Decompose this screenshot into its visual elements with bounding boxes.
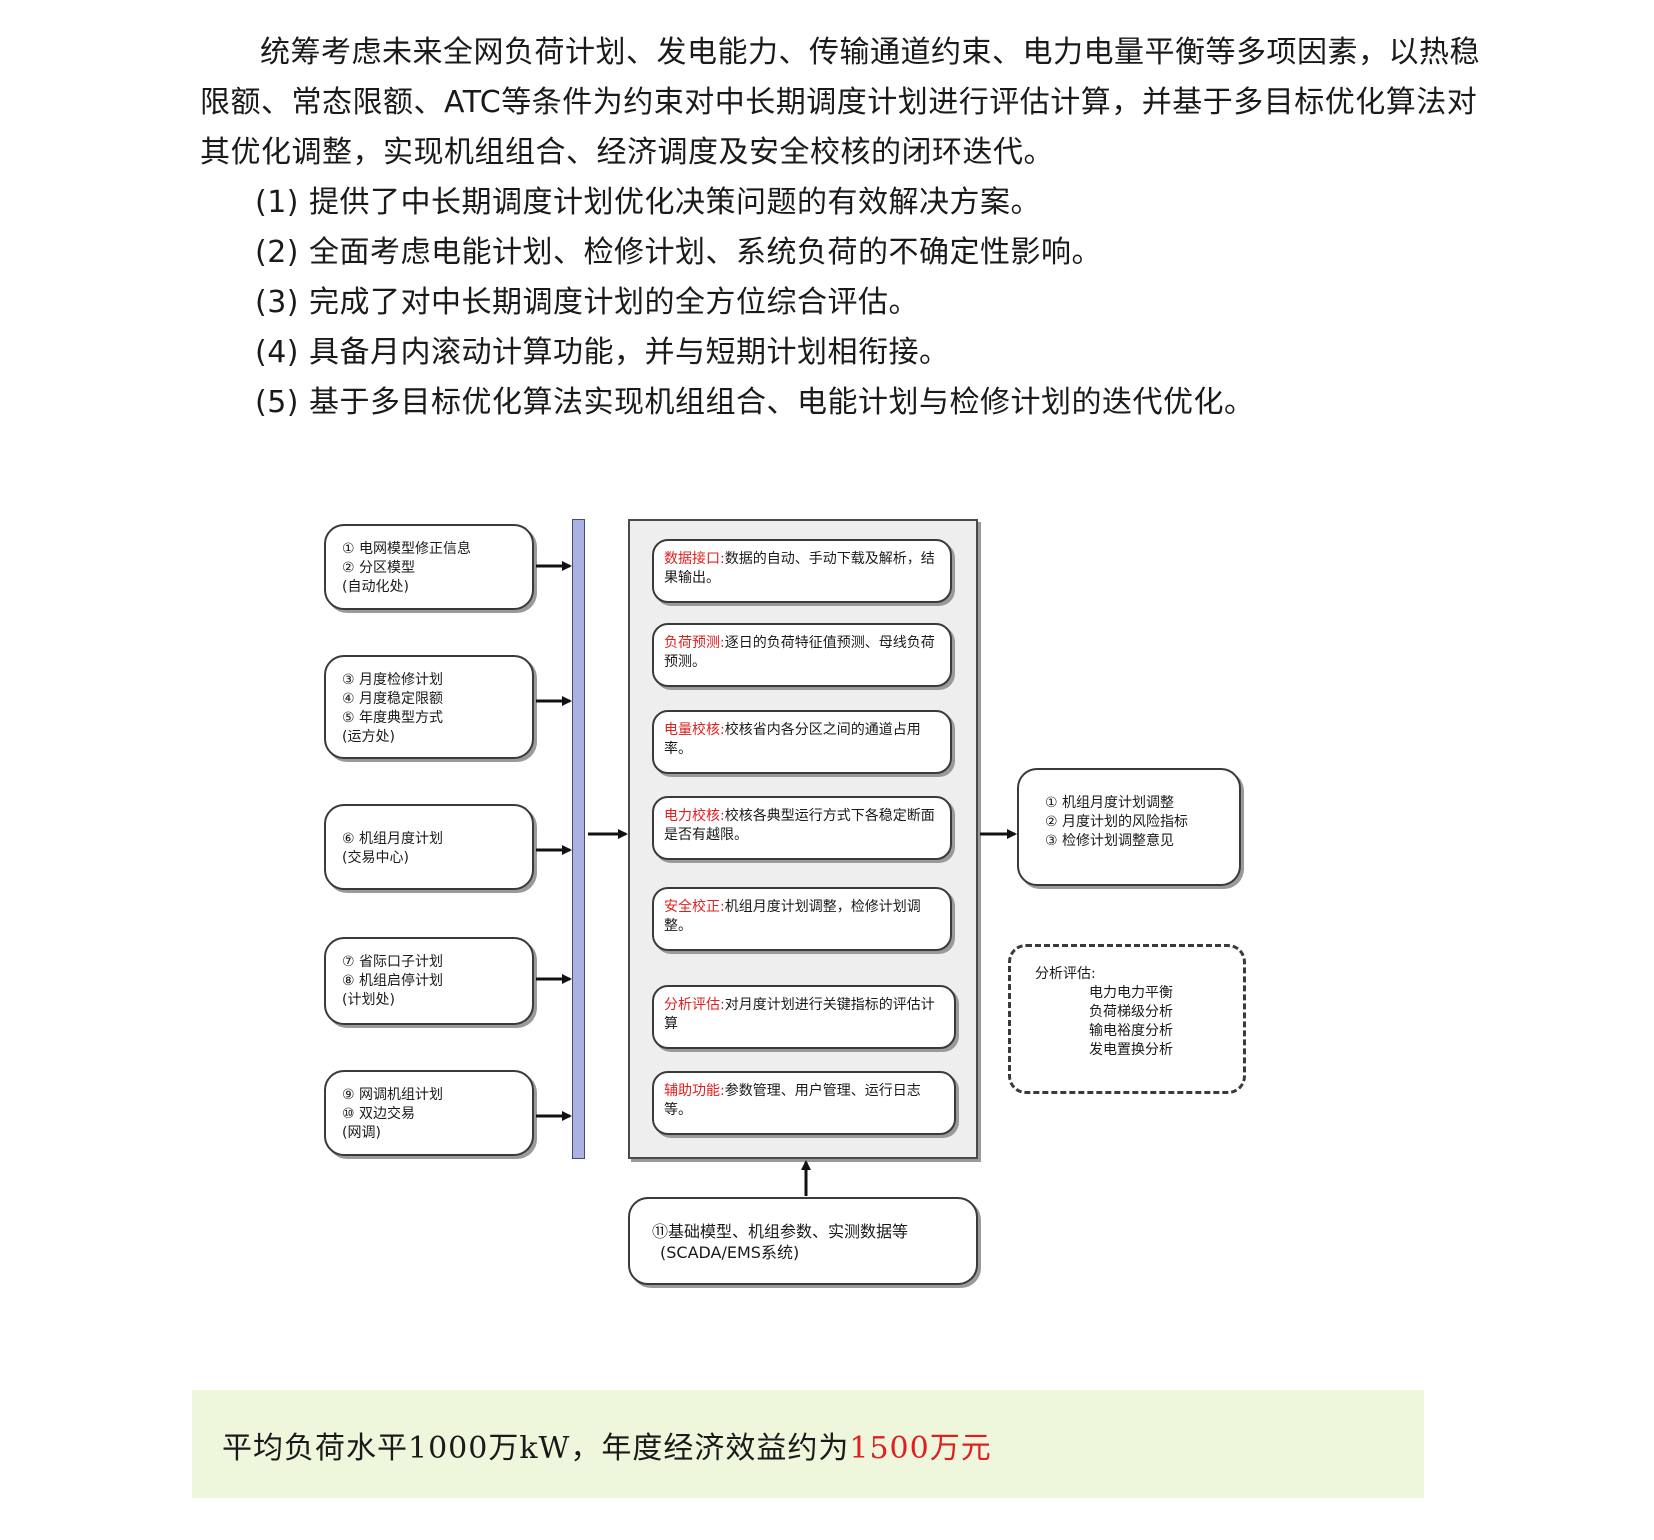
output-box: ① 机组月度计划调整 ② 月度计划的风险指标 ③ 检修计划调整意见: [1017, 768, 1241, 886]
feature-list: (1) 提供了中长期调度计划优化决策问题的有效解决方案。 (2) 全面考虑电能计…: [200, 178, 1490, 428]
source-line: ⑧ 机组启停计划: [342, 973, 444, 989]
intro-section: 统筹考虑未来全网负荷计划、发电能力、传输通道约束、电力电量平衡等多项因素，以热稳…: [200, 28, 1490, 428]
module-energy-check: 电量校核:校核省内各分区之间的通道占用率。: [652, 710, 952, 774]
output-line: ① 机组月度计划调整: [1045, 795, 1175, 811]
module-load-forecast: 负荷预测:逐日的负荷特征值预测、母线负荷预测。: [652, 623, 952, 687]
source-line: ③ 月度检修计划: [342, 672, 444, 688]
source-line: ⑥ 机组月度计划: [342, 831, 444, 847]
intro-paragraph: 统筹考虑未来全网负荷计划、发电能力、传输通道约束、电力电量平衡等多项因素，以热稳…: [200, 35, 1480, 170]
module-auxiliary: 辅助功能:参数管理、用户管理、运行日志等。: [652, 1071, 956, 1135]
module-title: 安全校正:: [664, 899, 725, 915]
base-data-box: ⑪基础模型、机组参数、实测数据等 (SCADA/EMS系统): [628, 1197, 978, 1285]
source-line: (计划处): [342, 992, 395, 1008]
module-text: 校核各典型运行方式下各稳定断面是否有越限。: [664, 808, 935, 843]
source-line: (交易中心): [342, 850, 409, 866]
source-box-operation: ③ 月度检修计划 ④ 月度稳定限额 ⑤ 年度典型方式 (运方处): [324, 655, 534, 759]
module-title: 电力校核:: [664, 808, 725, 824]
base-line: (SCADA/EMS系统): [660, 1243, 800, 1262]
module-title: 辅助功能:: [664, 1083, 725, 1099]
source-box-planning: ⑦ 省际口子计划 ⑧ 机组启停计划 (计划处): [324, 937, 534, 1025]
benefit-banner: 平均负荷水平1000万kW，年度经济效益约为1500万元: [192, 1390, 1424, 1498]
evaluation-box: 分析评估: 电力电力平衡 负荷梯级分析 输电裕度分析 发电置换分析: [1008, 944, 1246, 1094]
module-title: 数据接口:: [664, 551, 725, 567]
module-data-interface: 数据接口:数据的自动、手动下载及解析，结果输出。: [652, 539, 952, 603]
source-line: ⑤ 年度典型方式: [342, 710, 444, 726]
source-line: (运方处): [342, 729, 395, 745]
list-item: (2) 全面考虑电能计划、检修计划、系统负荷的不确定性影响。: [255, 235, 1103, 270]
module-text: 参数管理、用户管理、运行日志等。: [664, 1083, 921, 1118]
evaluation-item: 发电置换分析: [1089, 1042, 1173, 1058]
module-text: 机组月度计划调整，检修计划调整。: [664, 899, 921, 934]
list-item: (4) 具备月内滚动计算功能，并与短期计划相衔接。: [255, 335, 950, 370]
source-line: ⑨ 网调机组计划: [342, 1087, 444, 1103]
data-bus: [572, 519, 585, 1159]
evaluation-item: 电力电力平衡: [1089, 985, 1173, 1001]
module-power-check: 电力校核:校核各典型运行方式下各稳定断面是否有越限。: [652, 796, 952, 860]
evaluation-title: 分析评估:: [1035, 966, 1096, 982]
source-line: ④ 月度稳定限额: [342, 691, 444, 707]
base-line: ⑪基础模型、机组参数、实测数据等: [652, 1222, 909, 1241]
module-text: 校核省内各分区之间的通道占用率。: [664, 722, 921, 757]
module-security-correction: 安全校正:机组月度计划调整，检修计划调整。: [652, 887, 952, 951]
source-line: (网调): [342, 1125, 381, 1141]
module-text: 逐日的负荷特征值预测、母线负荷预测。: [664, 635, 935, 670]
processing-panel: 数据接口:数据的自动、手动下载及解析，结果输出。 负荷预测:逐日的负荷特征值预测…: [628, 519, 978, 1159]
module-title: 分析评估:: [664, 997, 725, 1013]
source-box-grid-dispatch: ⑨ 网调机组计划 ⑩ 双边交易 (网调): [324, 1070, 534, 1156]
list-item: (3) 完成了对中长期调度计划的全方位综合评估。: [255, 285, 920, 320]
module-text: 数据的自动、手动下载及解析，结果输出。: [664, 551, 935, 586]
list-item: (1) 提供了中长期调度计划优化决策问题的有效解决方案。: [255, 185, 1042, 220]
list-item: (5) 基于多目标优化算法实现机组组合、电能计划与检修计划的迭代优化。: [255, 385, 1255, 420]
module-text: 对月度计划进行关键指标的评估计算: [664, 997, 935, 1032]
module-title: 电量校核:: [664, 722, 725, 738]
source-line: ⑩ 双边交易: [342, 1106, 416, 1122]
source-line: (自动化处): [342, 579, 409, 595]
source-line: ② 分区模型: [342, 560, 416, 576]
source-box-automation: ① 电网模型修正信息 ② 分区模型 (自动化处): [324, 524, 534, 610]
source-line: ① 电网模型修正信息: [342, 541, 472, 557]
output-line: ② 月度计划的风险指标: [1045, 814, 1189, 830]
module-title: 负荷预测:: [664, 635, 725, 651]
banner-text: 平均负荷水平1000万kW，年度经济效益约为: [222, 1431, 850, 1466]
evaluation-item: 输电裕度分析: [1089, 1023, 1173, 1039]
output-line: ③ 检修计划调整意见: [1045, 833, 1175, 849]
source-line: ⑦ 省际口子计划: [342, 954, 444, 970]
evaluation-item: 负荷梯级分析: [1089, 1004, 1173, 1020]
module-analysis-evaluation: 分析评估:对月度计划进行关键指标的评估计算: [652, 985, 956, 1049]
banner-value: 1500万元: [849, 1431, 992, 1466]
source-box-trading: ⑥ 机组月度计划 (交易中心): [324, 804, 534, 890]
